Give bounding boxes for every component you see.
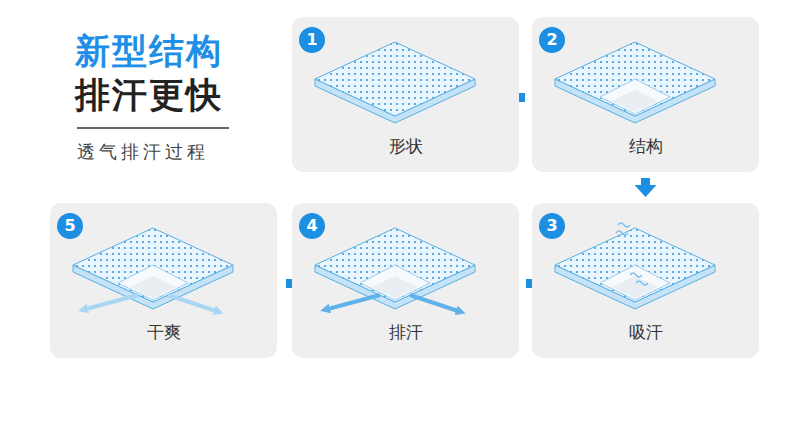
step-label: 结构 bbox=[532, 135, 759, 158]
process-panel: 4 排汗 bbox=[292, 203, 519, 358]
caption: 透气排汗过程 bbox=[77, 140, 209, 164]
step-label: 干爽 bbox=[50, 321, 277, 344]
pad-illustration bbox=[73, 228, 233, 311]
step-label: 吸汗 bbox=[532, 321, 759, 344]
step-number: 3 bbox=[539, 213, 565, 239]
process-panel: 3 吸汗 bbox=[532, 203, 759, 358]
step-number: 2 bbox=[539, 27, 565, 53]
process-panel: 1 形状 bbox=[292, 17, 519, 172]
pad-illustration bbox=[315, 228, 475, 311]
step-label: 排汗 bbox=[292, 321, 519, 344]
pad-illustration bbox=[315, 42, 475, 123]
pad-illustration bbox=[555, 42, 715, 123]
step-label: 形状 bbox=[292, 135, 519, 158]
pad-illustration bbox=[555, 223, 715, 309]
step-number: 4 bbox=[299, 213, 325, 239]
step-number: 1 bbox=[299, 27, 325, 53]
flow-arrow bbox=[641, 178, 650, 185]
title: 新型结构 bbox=[75, 28, 223, 75]
title-rule bbox=[77, 127, 229, 129]
process-panel: 5 干爽 bbox=[50, 203, 277, 358]
subtitle: 排汗更快 bbox=[75, 72, 223, 119]
step-number: 5 bbox=[57, 213, 83, 239]
process-panel: 2 结构 bbox=[532, 17, 759, 172]
